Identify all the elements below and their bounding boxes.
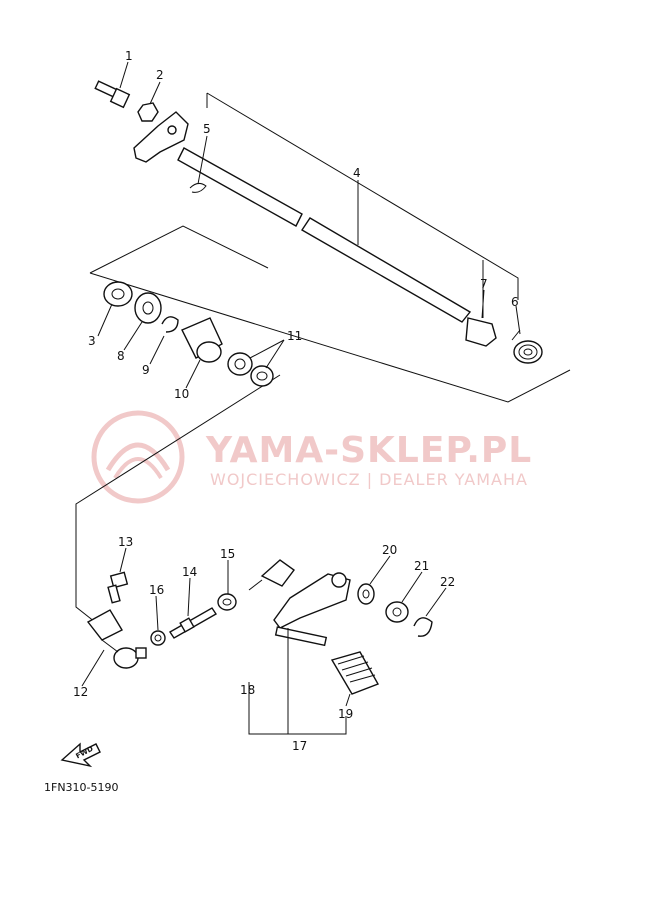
shift-pedal-17 bbox=[260, 559, 351, 647]
callout-3: 3 bbox=[88, 334, 96, 348]
callout-5: 5 bbox=[203, 122, 211, 136]
circlip-22 bbox=[413, 617, 433, 637]
spring-6 bbox=[511, 329, 543, 364]
shift-shaft-4 bbox=[177, 147, 472, 323]
callout-12: 12 bbox=[73, 685, 88, 699]
watermark-logo-icon bbox=[91, 410, 185, 504]
nut-15 bbox=[217, 593, 237, 611]
callout-1: 1 bbox=[125, 49, 133, 63]
nut-2 bbox=[137, 102, 159, 122]
callout-21: 21 bbox=[414, 559, 429, 573]
circlip-9 bbox=[161, 316, 179, 333]
callout-9: 9 bbox=[142, 363, 150, 377]
callout-11: 11 bbox=[287, 329, 302, 343]
fwd-arrow-icon: FWD bbox=[60, 742, 101, 768]
oil-seal-3 bbox=[103, 281, 133, 307]
callout-8: 8 bbox=[117, 349, 125, 363]
callout-14: 14 bbox=[182, 565, 197, 579]
watermark: YAMA-SKLEP.PL WOJCIECHOWICZ | DEALER YAM… bbox=[91, 410, 532, 504]
watermark-subtitle: WOJCIECHOWICZ | DEALER YAMAHA bbox=[210, 470, 528, 489]
callout-16: 16 bbox=[149, 583, 164, 597]
callout-7: 7 bbox=[480, 277, 488, 291]
callout-2: 2 bbox=[156, 68, 164, 82]
callout-17: 17 bbox=[292, 739, 307, 753]
leader-lines bbox=[81, 61, 521, 735]
collar-7 bbox=[465, 317, 497, 347]
callouts: 1 2 3 4 5 6 7 8 9 10 11 12 13 14 15 16 1… bbox=[73, 49, 519, 753]
washer-8 bbox=[134, 292, 162, 324]
diagram-code: 1FN310-5190 bbox=[44, 781, 119, 794]
bearing-11a bbox=[227, 352, 253, 376]
washer-20 bbox=[357, 583, 375, 605]
top-group-outline bbox=[75, 92, 571, 623]
callout-18: 18 bbox=[240, 683, 255, 697]
watermark-title: YAMA-SKLEP.PL bbox=[205, 430, 532, 471]
callout-10: 10 bbox=[174, 387, 189, 401]
callout-6: 6 bbox=[511, 295, 519, 309]
collar-10 bbox=[181, 317, 223, 363]
bolt-13 bbox=[107, 571, 129, 604]
shift-arm bbox=[133, 111, 189, 163]
bearing-11b bbox=[250, 365, 274, 387]
bolt-1 bbox=[94, 80, 131, 109]
washer-21 bbox=[385, 601, 409, 623]
shift-rod-14 bbox=[169, 607, 217, 639]
clip-5 bbox=[189, 182, 207, 193]
callout-13: 13 bbox=[118, 535, 133, 549]
callout-22: 22 bbox=[440, 575, 455, 589]
pedal-rubber-19 bbox=[330, 651, 380, 695]
shift-rod-end-12 bbox=[86, 609, 147, 669]
callout-4: 4 bbox=[353, 166, 361, 180]
callout-20: 20 bbox=[382, 543, 397, 557]
nut-16 bbox=[150, 630, 166, 646]
callout-19: 19 bbox=[338, 707, 353, 721]
callout-15: 15 bbox=[220, 547, 235, 561]
